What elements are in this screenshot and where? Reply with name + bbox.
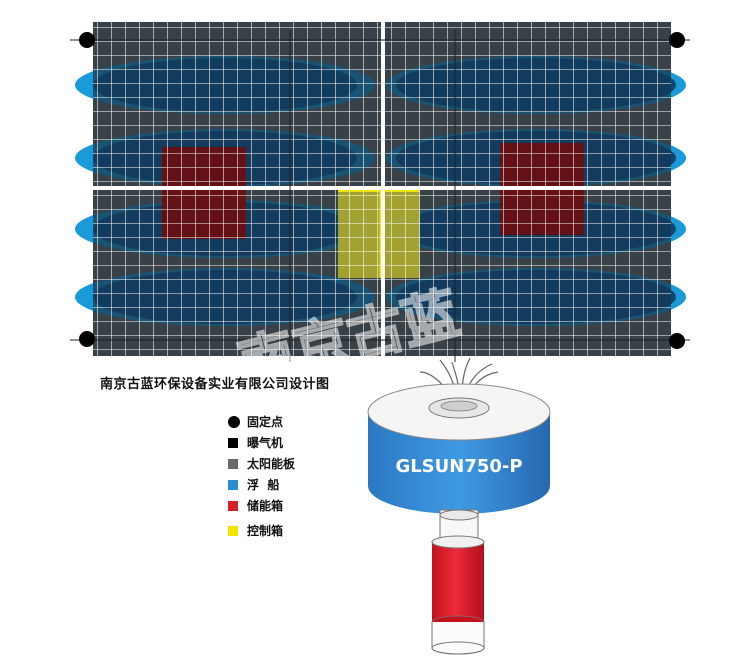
diagram-title: 南京古蓝环保设备实业有限公司设计图 xyxy=(100,377,330,392)
fixed-point-icon xyxy=(79,331,95,347)
model-label: GLSUN750-P xyxy=(395,456,522,477)
legend-label: 曝气机 xyxy=(247,436,284,450)
anchor-lines xyxy=(70,30,690,362)
energy-storage-cylinder xyxy=(431,535,485,655)
legend-label: 太阳能板 xyxy=(247,457,296,471)
control-box-icon xyxy=(228,526,238,536)
legend-label: 固定点 xyxy=(247,415,284,429)
legend-label: 储能箱 xyxy=(247,499,284,513)
fixed-point-icon xyxy=(669,32,685,48)
float-boat-icon xyxy=(228,480,238,490)
aerator-icon xyxy=(228,438,238,448)
aerator-unit: GLSUN750-P xyxy=(367,357,551,655)
legend-label: 控制箱 xyxy=(247,524,284,538)
fixed-point-icon xyxy=(669,333,685,349)
fixed-point-icon xyxy=(228,416,240,428)
fixed-point-icon xyxy=(79,32,95,48)
legend-label: 浮 船 xyxy=(247,478,280,492)
solar-panel-icon xyxy=(228,459,238,469)
energy-storage-box-icon xyxy=(228,501,238,511)
